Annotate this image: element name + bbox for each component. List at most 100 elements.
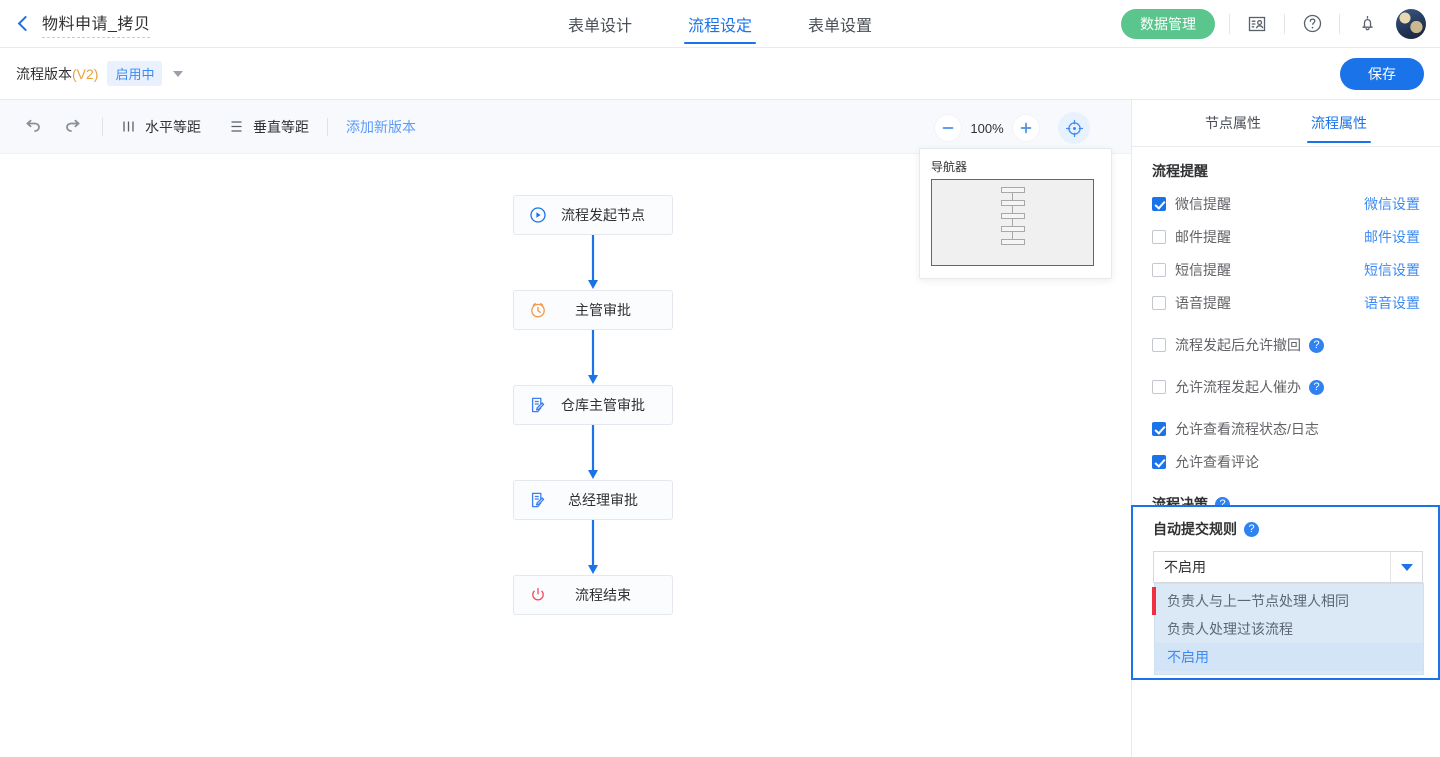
add-new-version-link[interactable]: 添加新版本 (346, 118, 416, 135)
flow-node-label: 流程发起节点 (561, 207, 645, 223)
header-divider (1229, 13, 1230, 34)
version-bar: 流程版本 (V2) 启用中 保存 (0, 48, 1440, 100)
reminder-label[interactable]: 语音提醒 (1175, 295, 1231, 311)
option-row-view-status: 允许查看流程状态/日志 (1152, 419, 1420, 439)
header-actions: 数据管理 (1121, 8, 1440, 39)
document-title[interactable]: 物料申请_拷贝 (42, 10, 151, 38)
option-label[interactable]: 允许查看流程状态/日志 (1175, 421, 1319, 437)
option-handled-before[interactable]: 负责人处理过该流程 (1155, 615, 1423, 643)
option-label[interactable]: 流程发起后允许撤回 (1175, 337, 1301, 353)
help-icon-allow-urge[interactable]: ? (1309, 379, 1324, 395)
minimap-connector (1012, 193, 1013, 200)
select-caret-box[interactable] (1390, 552, 1422, 582)
flow-canvas[interactable]: 水平等距 垂直等距 添加新版本 100% (0, 100, 1132, 757)
auto-submit-title: 自动提交规则 ? (1153, 519, 1420, 539)
vertical-spacing-icon (231, 121, 242, 132)
toolbar-divider-2 (327, 117, 328, 136)
flow-connector (513, 330, 673, 385)
option-label[interactable]: 允许流程发起人催办 (1175, 379, 1301, 395)
crosshair-target-icon (1065, 119, 1083, 137)
align-vertical-button[interactable]: 垂直等距 (229, 117, 309, 137)
reminder-label[interactable]: 微信提醒 (1175, 196, 1231, 212)
panel-content: 流程提醒 微信提醒 微信设置 邮件提醒 邮件设置 短信提醒 短信设置 语音提醒 … (1132, 147, 1440, 547)
undo-arrow-icon[interactable] (22, 116, 43, 137)
reminder-label[interactable]: 邮件提醒 (1175, 229, 1231, 245)
align-horizontal-button[interactable]: 水平等距 (121, 117, 201, 137)
checkbox-wechat-reminder[interactable] (1152, 197, 1166, 211)
wechat-settings-link[interactable]: 微信设置 (1364, 196, 1420, 212)
reminder-row-voice: 语音提醒 语音设置 (1152, 293, 1420, 313)
flow-node-warehouse-approval[interactable]: 仓库主管审批 (513, 385, 673, 425)
checkbox-email-reminder[interactable] (1152, 230, 1166, 244)
flow-connector (513, 520, 673, 575)
option-same-handler[interactable]: 负责人与上一节点处理人相同 (1152, 587, 1423, 615)
fit-to-screen-button[interactable] (1058, 112, 1090, 144)
main-tabs: 表单设计 流程设定 表单设置 (0, 0, 1440, 48)
save-button[interactable]: 保存 (1340, 57, 1424, 90)
checkbox-voice-reminder[interactable] (1152, 296, 1166, 310)
auto-submit-selected-value: 不启用 (1164, 559, 1206, 575)
flow-connector (513, 425, 673, 480)
flow-connector (513, 235, 673, 290)
email-settings-link[interactable]: 邮件设置 (1364, 229, 1420, 245)
reminder-section-title: 流程提醒 (1152, 163, 1208, 179)
contact-card-icon[interactable] (1244, 11, 1270, 37)
avatar[interactable] (1396, 8, 1426, 39)
auto-submit-select[interactable]: 不启用 负责人与上一节点处理人相同 负责人处理过该流程 不启用 (1152, 551, 1424, 675)
flow-node-start[interactable]: 流程发起节点 (513, 195, 673, 235)
reminder-row-sms: 短信提醒 短信设置 (1152, 260, 1420, 280)
minimap-node (1000, 213, 1025, 219)
minimap-node (1000, 239, 1025, 245)
zoom-controls: 100% (934, 112, 1090, 144)
help-icon-auto-submit[interactable]: ? (1244, 521, 1259, 537)
navigator-minimap-nodes (1000, 187, 1025, 245)
data-management-button[interactable]: 数据管理 (1121, 8, 1215, 39)
flow-node-label: 仓库主管审批 (561, 397, 645, 413)
flow-node-label: 流程结束 (575, 587, 631, 603)
checkbox-allow-urge[interactable] (1152, 380, 1166, 394)
voice-settings-link[interactable]: 语音设置 (1364, 295, 1420, 311)
flow-node-supervisor-approval[interactable]: 主管审批 (513, 290, 673, 330)
zoom-in-button[interactable] (1012, 114, 1040, 142)
flow-node-end[interactable]: 流程结束 (513, 575, 673, 615)
flow-node-label: 主管审批 (575, 302, 631, 318)
checkbox-sms-reminder[interactable] (1152, 263, 1166, 277)
bell-icon[interactable] (1354, 11, 1380, 37)
checkbox-allow-withdraw[interactable] (1152, 338, 1166, 352)
zoom-level-label: 100% (970, 120, 1004, 136)
help-icon-allow-withdraw[interactable]: ? (1309, 337, 1324, 353)
tab-form-setting[interactable]: 表单设置 (808, 18, 873, 35)
navigator-title: 导航器 (931, 160, 968, 174)
option-label[interactable]: 允许查看评论 (1175, 454, 1259, 470)
option-disabled[interactable]: 不启用 (1155, 643, 1423, 671)
version-number: (V2) (72, 65, 99, 82)
panel-tabs: 节点属性 流程属性 (1132, 100, 1440, 147)
sms-settings-link[interactable]: 短信设置 (1364, 262, 1420, 278)
flow-diagram: 流程发起节点 主管审批 (513, 195, 673, 615)
horizontal-spacing-icon (123, 121, 134, 132)
option-row-allow-urge: 允许流程发起人催办 ? (1152, 377, 1420, 397)
tab-flow-properties[interactable]: 流程属性 (1307, 100, 1371, 146)
align-horizontal-label: 水平等距 (145, 118, 201, 135)
minimap-node (1000, 226, 1025, 232)
tab-form-design[interactable]: 表单设计 (567, 18, 632, 35)
back-button[interactable] (8, 0, 42, 48)
redo-arrow-icon[interactable] (63, 116, 84, 137)
reminder-label[interactable]: 短信提醒 (1175, 262, 1231, 278)
version-caret-down-icon[interactable] (173, 70, 184, 77)
minimap-connector (1012, 232, 1013, 239)
flow-node-gm-approval[interactable]: 总经理审批 (513, 480, 673, 520)
checkbox-view-status-log[interactable] (1152, 422, 1166, 436)
version-status-badge[interactable]: 启用中 (107, 61, 163, 86)
header-divider-2 (1284, 13, 1285, 34)
zoom-out-button[interactable] (934, 114, 962, 142)
reminder-row-wechat: 微信提醒 微信设置 (1152, 194, 1420, 214)
navigator-viewport[interactable] (931, 179, 1094, 266)
navigator-panel[interactable]: 导航器 (919, 148, 1112, 279)
chevron-down-icon (1400, 563, 1413, 571)
tab-flow-setting[interactable]: 流程设定 (683, 0, 757, 48)
checkbox-view-comments[interactable] (1152, 455, 1166, 469)
minimap-node (1000, 187, 1025, 193)
tab-node-properties[interactable]: 节点属性 (1205, 115, 1261, 131)
help-circle-icon[interactable] (1299, 11, 1325, 37)
